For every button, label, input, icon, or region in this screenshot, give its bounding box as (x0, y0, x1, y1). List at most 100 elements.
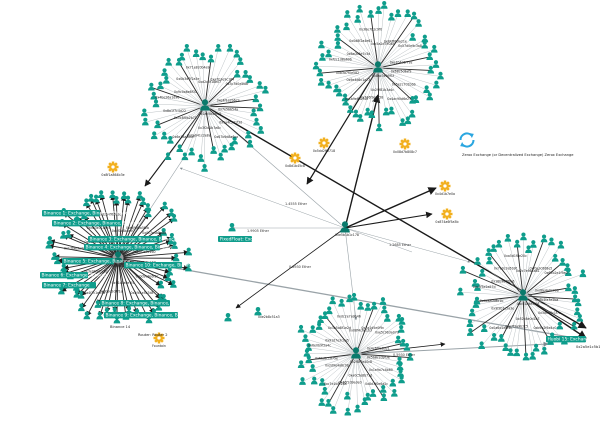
exchange-tag[interactable]: Binance 2: Exchange, Binance, Binance (52, 220, 141, 227)
exchange-tag[interactable]: Binance 6: Exchange, Binance (40, 272, 108, 279)
gear-icon[interactable] (318, 137, 330, 149)
account-node-icon[interactable] (228, 222, 236, 232)
account-node-icon[interactable] (96, 311, 104, 320)
account-node-icon[interactable] (150, 131, 158, 140)
account-node-icon[interactable] (540, 234, 548, 243)
account-node-icon[interactable] (490, 244, 497, 252)
account-node-icon[interactable] (399, 118, 406, 126)
account-node-icon[interactable] (495, 239, 503, 248)
account-node-icon[interactable] (381, 305, 388, 314)
exchange-tag[interactable]: Binance 4: Exchange, Binance, Binance (84, 244, 173, 251)
account-node-icon[interactable] (522, 352, 530, 361)
account-node-icon[interactable] (172, 253, 180, 262)
account-node-icon[interactable] (520, 232, 527, 241)
account-node-icon[interactable] (262, 85, 269, 94)
account-node-icon[interactable] (97, 190, 105, 198)
account-node-icon[interactable] (226, 43, 234, 52)
account-node-icon[interactable] (297, 324, 305, 333)
account-node-icon[interactable] (367, 9, 375, 18)
account-node-icon[interactable] (382, 107, 390, 116)
account-node-icon[interactable] (192, 49, 200, 58)
account-node-icon[interactable] (51, 252, 58, 260)
account-node-icon[interactable] (426, 92, 434, 101)
account-node-icon[interactable] (551, 253, 559, 262)
tag-fixedfloat[interactable]: FixedFloat: Exchange (218, 236, 267, 243)
account-node-icon[interactable] (183, 43, 191, 52)
account-node-icon[interactable] (557, 240, 565, 249)
account-node-icon[interactable] (233, 69, 241, 78)
account-node-icon[interactable] (256, 81, 264, 89)
gear-icon[interactable] (439, 180, 451, 192)
account-node-icon[interactable] (221, 144, 228, 153)
account-node-icon[interactable] (163, 75, 170, 84)
account-node-icon[interactable] (356, 4, 363, 13)
account-node-icon[interactable] (410, 11, 418, 20)
account-node-icon[interactable] (409, 33, 416, 41)
account-node-icon[interactable] (384, 314, 391, 322)
account-node-icon[interactable] (375, 6, 382, 14)
account-node-icon[interactable] (157, 81, 164, 90)
account-node-icon[interactable] (548, 237, 555, 246)
account-node-icon[interactable] (559, 258, 566, 266)
account-node-icon[interactable] (334, 33, 342, 41)
account-node-icon[interactable] (161, 68, 168, 76)
account-node-icon[interactable] (245, 130, 252, 139)
account-node-icon[interactable] (178, 52, 186, 61)
account-node-icon[interactable] (504, 233, 512, 242)
account-node-icon[interactable] (65, 230, 72, 238)
account-node-icon[interactable] (329, 406, 337, 414)
exchange-tag[interactable]: Binance 3: Exchange, Binance, Binance (88, 236, 177, 243)
account-node-icon[interactable] (319, 53, 326, 61)
account-node-icon[interactable] (217, 152, 224, 161)
account-node-icon[interactable] (329, 296, 336, 305)
account-node-icon[interactable] (343, 22, 350, 31)
account-node-icon[interactable] (478, 341, 485, 350)
account-node-icon[interactable] (474, 257, 481, 265)
account-node-icon[interactable] (73, 289, 81, 298)
account-node-icon[interactable] (237, 57, 244, 65)
exchange-tag[interactable]: Binance 8: Exchange, Binance, Binance (100, 300, 189, 307)
account-node-icon[interactable] (334, 40, 342, 49)
account-node-icon[interactable] (312, 61, 320, 70)
account-node-icon[interactable] (565, 283, 572, 292)
account-node-icon[interactable] (256, 103, 264, 112)
account-node-icon[interactable] (379, 385, 387, 393)
account-node-icon[interactable] (388, 106, 395, 115)
account-node-icon[interactable] (394, 9, 402, 17)
account-node-icon[interactable] (310, 376, 318, 385)
sync-icon[interactable] (459, 132, 475, 148)
account-node-icon[interactable] (478, 268, 486, 277)
account-node-icon[interactable] (426, 52, 434, 60)
account-node-icon[interactable] (375, 123, 383, 132)
account-node-icon[interactable] (430, 44, 438, 53)
account-node-icon[interactable] (397, 369, 404, 377)
account-node-icon[interactable] (214, 43, 222, 52)
account-node-icon[interactable] (389, 378, 397, 387)
account-node-icon[interactable] (437, 71, 444, 80)
account-node-icon[interactable] (380, 1, 388, 9)
account-node-icon[interactable] (459, 265, 467, 274)
account-node-icon[interactable] (394, 335, 402, 344)
account-node-icon[interactable] (357, 301, 365, 310)
account-node-icon[interactable] (530, 240, 537, 248)
account-node-icon[interactable] (352, 109, 360, 118)
account-node-icon[interactable] (354, 14, 361, 23)
account-node-icon[interactable] (299, 377, 306, 385)
account-node-icon[interactable] (321, 386, 329, 395)
account-node-icon[interactable] (486, 256, 493, 265)
account-node-icon[interactable] (350, 292, 358, 301)
account-node-icon[interactable] (46, 236, 54, 244)
account-node-icon[interactable] (415, 19, 422, 27)
account-node-icon[interactable] (252, 94, 260, 103)
account-node-icon[interactable] (344, 10, 351, 18)
account-node-icon[interactable] (466, 328, 474, 336)
account-node-icon[interactable] (498, 334, 505, 342)
account-node-icon[interactable] (201, 164, 208, 172)
account-node-icon[interactable] (541, 346, 548, 355)
account-node-icon[interactable] (141, 108, 148, 117)
account-node-icon[interactable] (354, 404, 361, 413)
account-node-icon[interactable] (457, 287, 464, 296)
account-node-icon[interactable] (334, 25, 341, 33)
account-node-icon[interactable] (513, 239, 521, 248)
